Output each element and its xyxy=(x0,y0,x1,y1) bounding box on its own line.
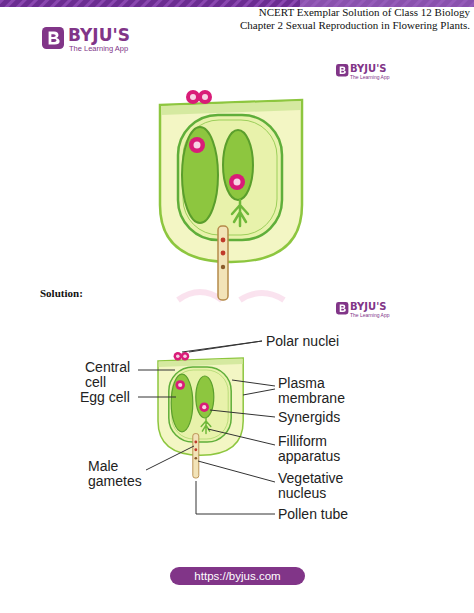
part-label: Male gametes xyxy=(88,459,142,489)
header-text: NCERT Exemplar Solution of Class 12 Biol… xyxy=(259,6,470,19)
part-label: Plasma membrane xyxy=(278,376,345,406)
footer-url: https://byjus.com xyxy=(170,569,305,583)
footer-pill xyxy=(170,567,305,585)
solution-heading: Solution: xyxy=(40,287,83,300)
brand-tagline: The Learning App xyxy=(350,74,389,80)
leader-lines xyxy=(138,341,275,514)
brand-tagline: The Learning App xyxy=(350,312,389,318)
brand-name: BYJU'S xyxy=(350,301,386,312)
brand-name: BYJU'S xyxy=(350,63,386,74)
logo-icon xyxy=(336,302,348,314)
ovule-illustration xyxy=(160,90,302,300)
logo-icon xyxy=(336,64,348,76)
logo-icon xyxy=(42,27,64,49)
part-label: Pollen tube xyxy=(278,507,348,522)
part-label: Filliform apparatus xyxy=(278,434,340,464)
header-band-light xyxy=(300,0,474,7)
watermark-shape xyxy=(178,292,284,300)
brand-tagline: The Learning App xyxy=(69,44,128,53)
part-label: Egg cell xyxy=(80,390,130,405)
part-label: Synergids xyxy=(278,410,340,425)
part-label: Central cell xyxy=(85,360,130,390)
part-label: Polar nuclei xyxy=(266,334,339,349)
part-label: Vegetative nucleus xyxy=(278,471,343,501)
header-text: Chapter 2 Sexual Reproduction in Floweri… xyxy=(240,19,470,32)
ovule-illustration xyxy=(158,352,243,478)
brand-name: BYJU'S xyxy=(68,26,130,44)
header-band xyxy=(0,0,474,7)
